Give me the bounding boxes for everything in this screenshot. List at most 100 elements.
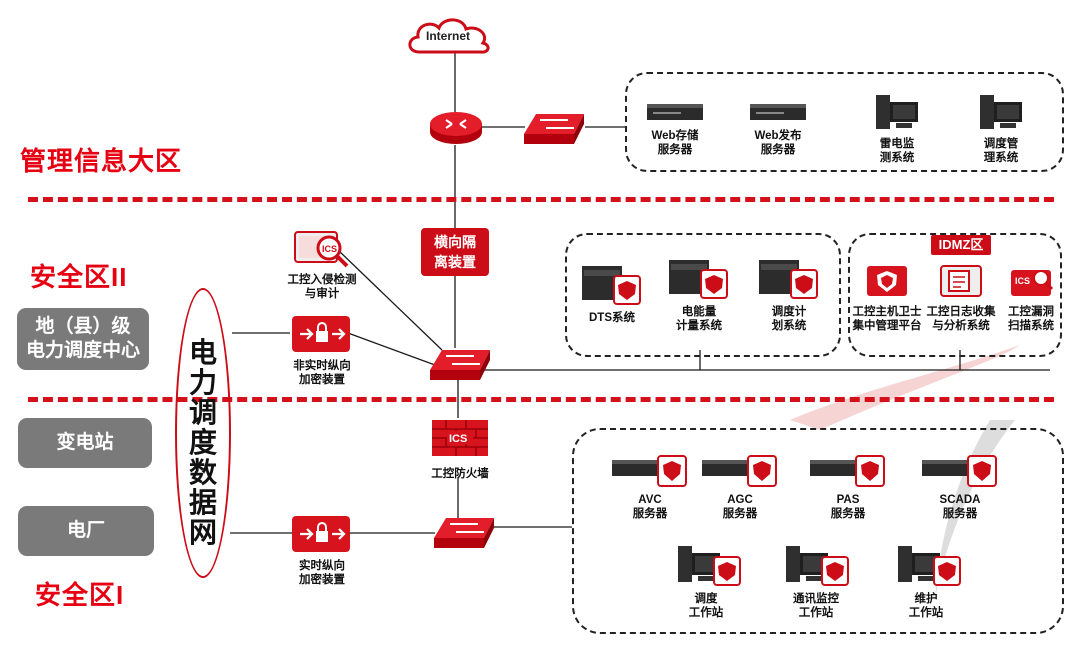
zone-separator-bottom xyxy=(28,397,1054,402)
rack-server-shield-icon xyxy=(702,455,777,487)
rack-server-icon xyxy=(647,104,703,120)
svg-text:ICS: ICS xyxy=(1015,276,1030,286)
encryption-device-icon xyxy=(292,316,350,352)
encryption-device-icon xyxy=(292,516,350,552)
system-label-line2: 划系统 xyxy=(771,320,807,332)
ids-icon: ICS xyxy=(294,231,349,268)
idmz-label-line1: 工控主机卫士 xyxy=(852,306,922,318)
system-lightning-monitor: 雷电监 测系统 xyxy=(862,92,932,165)
switch-icon xyxy=(430,350,490,380)
zone1-server-group xyxy=(572,428,1064,634)
isolation-label-line1: 横向隔 xyxy=(434,234,476,250)
workstation-label-line1: 调度 xyxy=(694,593,718,605)
rack-server-shield-icon xyxy=(922,455,997,487)
server-web-storage: Web存储 服务器 xyxy=(635,100,715,157)
system-label-line2: 计量系统 xyxy=(676,320,722,332)
server-label-line2: 服务器 xyxy=(632,508,668,520)
site-label: 电厂 xyxy=(66,520,105,541)
encryption-label-line1: 实时纵向 xyxy=(299,560,345,572)
switch-icon xyxy=(434,518,494,548)
server-label-line1: Web发布 xyxy=(754,130,802,142)
workstation-label-line1: 维护 xyxy=(914,593,938,605)
dispatch-data-network: 电力调度数据网 xyxy=(175,288,231,578)
log-analysis-system: 工控日志收集 与分析系统 xyxy=(924,262,998,333)
idmz-title: IDMZ区 xyxy=(931,235,991,255)
server-shield-icon xyxy=(759,260,818,299)
workstation-dispatch: 调度 工作站 xyxy=(668,543,744,620)
server-label-line2: 服务器 xyxy=(657,144,693,156)
system-dispatch-plan: 调度计 划系统 xyxy=(751,256,827,333)
cloud-icon xyxy=(408,18,490,54)
svg-text:ICS: ICS xyxy=(322,244,337,254)
zone-separator-top xyxy=(28,197,1054,202)
workstation-shield-icon xyxy=(786,546,849,586)
system-label-line1: 调度计 xyxy=(771,306,807,318)
vulnerability-scanner: ICS 工控漏洞 扫描系统 xyxy=(1000,262,1062,333)
svg-text:ICS: ICS xyxy=(449,433,467,445)
idmz-label-line2: 集中管理平台 xyxy=(852,320,922,332)
system-dts: DTS系统 xyxy=(574,262,650,325)
server-label-line2: 服务器 xyxy=(942,508,978,520)
host-guard-platform: 工控主机卫士 集中管理平台 xyxy=(850,262,924,333)
server-label-line1: Web存储 xyxy=(651,130,699,142)
idmz-label-line1: 工控日志收集 xyxy=(926,306,996,318)
site-label-line2: 电力调度中心 xyxy=(25,340,140,361)
encryption-label-line2: 加密装置 xyxy=(299,574,345,586)
server-shield-icon xyxy=(582,266,641,305)
industrial-firewall: ICS 工控防火墙 xyxy=(425,418,495,481)
ids-audit-device: ICS 工控入侵检测 与审计 xyxy=(283,226,361,301)
system-label-line2: 测系统 xyxy=(879,152,915,164)
vulnerability-scan-icon: ICS xyxy=(1011,270,1054,296)
system-label-line2: 理系统 xyxy=(983,152,1019,164)
internet-cloud: Internet xyxy=(405,14,491,56)
zone-title-zone1: 安全区I xyxy=(35,580,125,610)
internet-label: Internet xyxy=(425,29,470,43)
site-power-plant: 电厂 xyxy=(18,506,154,556)
workstation-label-line1: 通讯监控 xyxy=(793,593,839,605)
ids-label-line2: 与审计 xyxy=(304,288,340,300)
server-scada: SCADA 服务器 xyxy=(920,452,1000,521)
workstation-label-line2: 工作站 xyxy=(798,607,834,619)
network-label: 电力调度数据网 xyxy=(188,337,217,548)
system-label-line1: 雷电监 xyxy=(879,138,915,150)
rack-server-icon xyxy=(750,104,806,120)
site-substation: 变电站 xyxy=(18,418,152,468)
zone-title-management: 管理信息大区 xyxy=(20,146,183,176)
server-label-line2: 服务器 xyxy=(830,508,866,520)
workstation-label-line2: 工作站 xyxy=(908,607,944,619)
site-label: 变电站 xyxy=(56,432,114,453)
server-agc: AGC 服务器 xyxy=(700,452,780,521)
system-label-line1: 电能量 xyxy=(681,306,717,318)
server-label-line1: SCADA xyxy=(939,494,981,506)
site-label-line1: 地（县）级 xyxy=(35,316,131,337)
encryption-label-line2: 加密装置 xyxy=(299,374,345,386)
firewall-label: 工控防火墙 xyxy=(431,468,489,480)
system-label-line1: 调度管 xyxy=(983,138,1019,150)
idmz-label-line2: 扫描系统 xyxy=(1008,320,1054,332)
management-server-group xyxy=(625,72,1064,172)
rack-server-shield-icon xyxy=(810,455,885,487)
host-guard-icon xyxy=(867,266,907,296)
realtime-encryption-device: 实时纵向 加密装置 xyxy=(283,514,361,587)
server-label-line2: 服务器 xyxy=(722,508,758,520)
zone2-system-group xyxy=(565,233,841,357)
workstation-shield-icon xyxy=(898,546,961,586)
ids-label-line1: 工控入侵检测 xyxy=(287,274,357,286)
system-label-line1: DTS系统 xyxy=(589,312,635,324)
system-energy-metering: 电能量 计量系统 xyxy=(661,256,737,333)
site-county-dispatch: 地（县）级 电力调度中心 xyxy=(17,308,149,370)
idmz-label-line2: 与分析系统 xyxy=(932,320,990,332)
zone-title-zone2: 安全区II xyxy=(30,262,128,292)
horizontal-isolation-device: 横向隔 离装置 xyxy=(421,228,489,276)
idmz-group xyxy=(848,233,1062,357)
isolation-label-line2: 离装置 xyxy=(434,254,476,270)
server-label-line2: 服务器 xyxy=(760,144,796,156)
workstation-label-line2: 工作站 xyxy=(688,607,724,619)
server-label-line1: AVC xyxy=(638,494,662,506)
server-pas: PAS 服务器 xyxy=(808,452,888,521)
workstation-icon xyxy=(876,95,918,129)
log-analysis-icon xyxy=(940,265,982,297)
system-dispatch-management: 调度管 理系统 xyxy=(966,92,1036,165)
server-web-publish: Web发布 服务器 xyxy=(738,100,818,157)
